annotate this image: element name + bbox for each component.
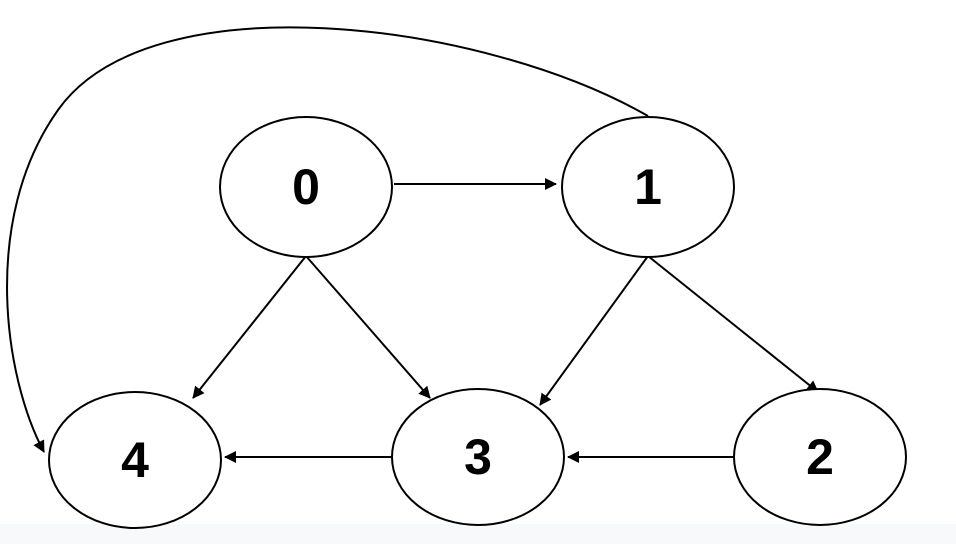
node-2: 2 (733, 388, 907, 526)
node-1: 1 (561, 116, 735, 258)
node-0-label: 0 (292, 159, 320, 215)
node-2-label: 2 (806, 429, 834, 485)
edge-1-to-2 (647, 255, 819, 393)
node-1-label: 1 (634, 159, 662, 215)
node-2-circle (733, 388, 907, 526)
edge-0-to-4 (192, 255, 307, 399)
edge-1-to-3 (539, 255, 649, 406)
node-3-label: 3 (464, 429, 492, 485)
node-4: 4 (48, 391, 222, 529)
node-4-circle (48, 391, 222, 529)
node-0: 0 (219, 116, 393, 258)
edge-0-to-3 (305, 255, 431, 399)
edge-1-to-4 (6, 26, 649, 453)
node-0-circle (219, 116, 393, 258)
bottom-strip (0, 524, 956, 544)
node-1-circle (561, 116, 735, 258)
node-4-label: 4 (121, 432, 149, 488)
node-3: 3 (391, 388, 565, 526)
node-3-circle (391, 388, 565, 526)
